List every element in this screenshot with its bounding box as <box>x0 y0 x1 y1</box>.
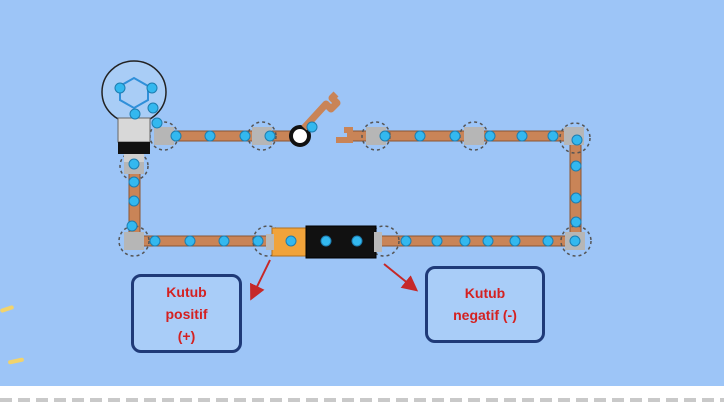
junction <box>366 127 386 145</box>
electron-icon <box>542 235 554 247</box>
positive-label-line-3: (+) <box>177 328 196 344</box>
electron-icon <box>570 160 582 172</box>
electron-icon <box>128 195 140 207</box>
electron-icon <box>570 192 582 204</box>
dashed-ring <box>368 225 400 257</box>
electron-icon <box>184 235 196 247</box>
electron-icon <box>516 130 528 142</box>
bottom-strip <box>0 386 724 408</box>
electron-icon <box>484 130 496 142</box>
arrow-icon <box>383 263 419 292</box>
negative-label-line-2: negatif (-) <box>453 307 517 323</box>
electron-icon <box>569 235 581 247</box>
electron-icon <box>239 130 251 142</box>
electron-icon <box>320 235 332 247</box>
electron-icon <box>170 130 182 142</box>
junction <box>154 127 174 145</box>
electron-icon <box>449 130 461 142</box>
junction <box>124 232 144 250</box>
electron-icon <box>129 108 141 120</box>
negative-label-line-1: Kutub <box>464 285 506 301</box>
electron-icon <box>482 235 494 247</box>
electron-icon <box>570 216 582 228</box>
decorative-dashes <box>0 305 24 365</box>
battery-icon <box>266 225 382 259</box>
electron-icon <box>114 82 126 94</box>
electron-icon <box>151 117 163 129</box>
electron-icon <box>128 176 140 188</box>
electron-icon <box>204 130 216 142</box>
open-switch-icon <box>289 91 353 147</box>
negative-pole-label: Kutub negatif (-) <box>425 266 545 343</box>
electron-icon <box>218 235 230 247</box>
electron-group <box>114 82 583 247</box>
electron-icon <box>509 235 521 247</box>
electron-icon <box>149 235 161 247</box>
electron-icon <box>351 235 363 247</box>
dashed-ring <box>559 122 591 154</box>
electron-icon <box>414 130 426 142</box>
electron-icon <box>252 235 264 247</box>
arrow-icon <box>250 259 271 301</box>
electron-icon <box>400 235 412 247</box>
dashed-ring <box>118 225 150 257</box>
positive-label-line-2: positif <box>165 306 208 322</box>
electron-icon <box>379 130 391 142</box>
electron-icon <box>285 235 297 247</box>
electron-icon <box>571 134 583 146</box>
electron-icon <box>146 82 158 94</box>
electron-icon <box>459 235 471 247</box>
electron-icon <box>306 121 318 133</box>
junction <box>464 127 484 145</box>
dashed-ring <box>119 151 149 181</box>
progress-dash-row <box>0 398 724 402</box>
electron-icon <box>547 130 559 142</box>
electron-icon <box>431 235 443 247</box>
electron-icon <box>126 220 138 232</box>
dashed-ring <box>560 225 592 257</box>
electron-icon <box>147 102 159 114</box>
positive-label-line-1: Kutub <box>166 284 207 300</box>
positive-pole-label: Kutub positif (+) <box>131 274 242 353</box>
electron-icon <box>128 158 140 170</box>
electron-icon <box>264 130 276 142</box>
